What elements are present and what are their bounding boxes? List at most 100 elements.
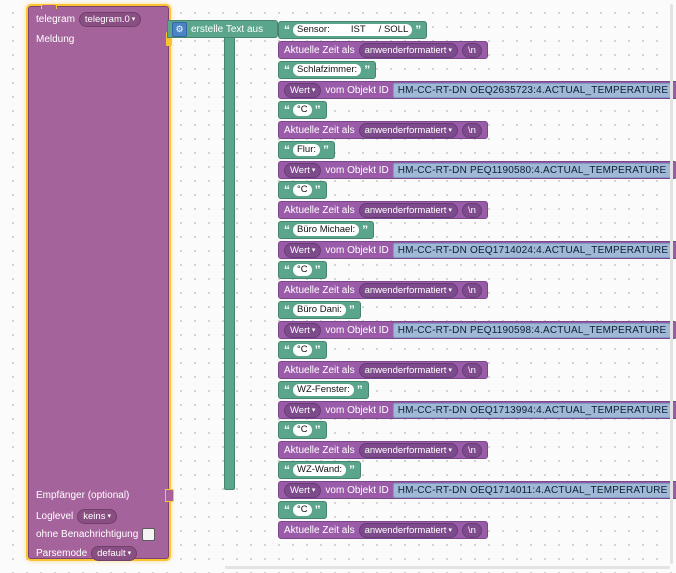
text-field[interactable]: °C [293,184,312,196]
text-string-block[interactable]: “ °C ” [278,261,327,279]
text-field[interactable]: °C [293,504,312,516]
text-join-spine[interactable] [224,37,235,490]
text-field[interactable]: Schlafzimmer: [293,64,362,76]
silent-checkbox[interactable] [142,528,156,541]
dropdown-arrow-icon: ▾ [448,366,452,374]
dropdown-arrow-icon: ▾ [448,46,452,54]
text-field[interactable]: Büro Dani: [293,304,346,316]
recipient-input-socket [165,489,174,502]
time-format-value: anwenderformatiert [364,524,447,536]
text-string-block[interactable]: “ Schlafzimmer: ” [278,61,377,79]
message-connection-highlight [166,32,172,46]
text-field[interactable]: °C [293,344,312,356]
time-format-dropdown[interactable]: anwenderformatiert ▾ [358,282,458,298]
text-string-block[interactable]: “ Büro Michael: ” [278,221,375,239]
text-field[interactable]: WZ-Wand: [293,464,347,476]
time-format-dropdown[interactable]: anwenderformatiert ▾ [358,362,458,378]
dropdown-arrow-icon: ▾ [311,86,316,94]
telegram-sendto-block[interactable]: telegram telegram.0 ▾ Meldung Empfänger … [28,4,174,561]
current-time-block[interactable]: Aktuelle Zeit als anwenderformatiert ▾ \… [278,41,488,59]
text-string-block[interactable]: “ Sensor: IST / SOLL ” [278,21,428,39]
object-id-field[interactable]: HM-CC-RT-DN OEQ1713994:4.ACTUAL_TEMPERAT… [392,402,674,418]
time-format-dropdown[interactable]: anwenderformatiert ▾ [358,42,458,58]
separator-field[interactable]: \n [461,202,482,218]
open-quote-icon: “ [284,263,290,277]
separator-field[interactable]: \n [461,522,482,538]
separator-field[interactable]: \n [461,442,482,458]
time-format-dropdown[interactable]: anwenderformatiert ▾ [358,522,458,538]
text-string-block[interactable]: “ °C ” [278,181,327,199]
value-type-value: Wert [290,164,310,176]
open-quote-icon: “ [284,303,290,317]
value-type-dropdown[interactable]: Wert ▾ [284,482,322,498]
open-quote-icon: “ [284,463,290,477]
text-field[interactable]: Flur: [293,144,320,156]
text-field[interactable]: Sensor: IST / SOLL [293,24,413,36]
get-value-block[interactable]: Wert ▾ vom Objekt ID HM-CC-RT-DN PEQ1190… [278,321,676,339]
current-time-block[interactable]: Aktuelle Zeit als anwenderformatiert ▾ \… [278,521,488,539]
open-quote-icon: “ [284,383,290,397]
current-time-block[interactable]: Aktuelle Zeit als anwenderformatiert ▾ \… [278,201,488,219]
parsemode-dropdown[interactable]: default ▾ [91,546,138,561]
get-value-block[interactable]: Wert ▾ vom Objekt ID HM-CC-RT-DN OEQ2635… [278,81,676,99]
text-string-block[interactable]: “ WZ-Wand: ” [278,461,362,479]
vertical-scrollbar[interactable] [670,4,673,564]
object-id-field[interactable]: HM-CC-RT-DN OEQ2635723:4.ACTUAL_TEMPERAT… [392,82,674,98]
text-field[interactable]: °C [293,424,312,436]
time-format-dropdown[interactable]: anwenderformatiert ▾ [358,122,458,138]
object-id-field[interactable]: HM-CC-RT-DN OEQ1714024:4.ACTUAL_TEMPERAT… [392,242,674,258]
gear-icon[interactable]: ⚙ [172,21,187,37]
separator-field[interactable]: \n [461,42,482,58]
current-time-block[interactable]: Aktuelle Zeit als anwenderformatiert ▾ \… [278,441,488,459]
close-quote-icon: ” [348,303,355,317]
object-id-label: vom Objekt ID [325,324,389,336]
text-string-block[interactable]: “ °C ” [278,101,327,119]
text-string-block[interactable]: “ Flur: ” [278,141,335,159]
loglevel-value: keins [83,511,106,522]
object-id-field[interactable]: HM-CC-RT-DN OEQ1714011:4.ACTUAL_TEMPERAT… [392,482,673,498]
dropdown-arrow-icon: ▾ [311,406,316,414]
value-type-dropdown[interactable]: Wert ▾ [284,162,322,178]
close-quote-icon: ” [314,503,321,517]
time-label: Aktuelle Zeit als [284,44,355,56]
text-string-block[interactable]: “ WZ-Fenster: ” [278,381,369,399]
dropdown-arrow-icon: ▾ [448,286,452,294]
time-format-dropdown[interactable]: anwenderformatiert ▾ [358,442,458,458]
horizontal-scrollbar[interactable] [225,566,670,569]
time-format-value: anwenderformatiert [364,364,447,376]
current-time-block[interactable]: Aktuelle Zeit als anwenderformatiert ▾ \… [278,281,488,299]
text-string-block[interactable]: “ °C ” [278,501,327,519]
text-field[interactable]: Büro Michael: [293,224,360,236]
value-type-dropdown[interactable]: Wert ▾ [284,322,322,338]
get-value-block[interactable]: Wert ▾ vom Objekt ID HM-CC-RT-DN PEQ1190… [278,161,676,179]
text-string-block[interactable]: “ Büro Dani: ” [278,301,361,319]
time-format-dropdown[interactable]: anwenderformatiert ▾ [358,202,458,218]
text-string-block[interactable]: “ °C ” [278,341,327,359]
current-time-block[interactable]: Aktuelle Zeit als anwenderformatiert ▾ \… [278,361,488,379]
object-id-field[interactable]: HM-CC-RT-DN PEQ1190580:4.ACTUAL_TEMPERAT… [392,162,672,178]
instance-dropdown[interactable]: telegram.0 ▾ [78,12,142,27]
open-quote-icon: “ [284,343,290,357]
value-type-dropdown[interactable]: Wert ▾ [284,242,322,258]
loglevel-dropdown[interactable]: keins ▾ [77,509,117,524]
dropdown-arrow-icon: ▾ [448,446,452,454]
parsemode-row: Parsemode default ▾ [36,546,138,561]
current-time-block[interactable]: Aktuelle Zeit als anwenderformatiert ▾ \… [278,121,488,139]
get-value-block[interactable]: Wert ▾ vom Objekt ID HM-CC-RT-DN OEQ1714… [278,241,676,259]
text-field[interactable]: °C [293,104,312,116]
object-id-field[interactable]: HM-CC-RT-DN PEQ1190598:4.ACTUAL_TEMPERAT… [392,322,672,338]
get-value-block[interactable]: Wert ▾ vom Objekt ID HM-CC-RT-DN OEQ1714… [278,481,676,499]
separator-field[interactable]: \n [461,122,482,138]
value-type-dropdown[interactable]: Wert ▾ [284,82,322,98]
close-quote-icon: ” [314,423,321,437]
separator-field[interactable]: \n [461,362,482,378]
text-field[interactable]: °C [293,264,312,276]
text-join-block[interactable]: ⚙ erstelle Text aus [167,20,278,38]
value-type-dropdown[interactable]: Wert ▾ [284,402,322,418]
get-value-block[interactable]: Wert ▾ vom Objekt ID HM-CC-RT-DN OEQ1713… [278,401,676,419]
text-string-block[interactable]: “ °C ” [278,421,327,439]
text-field[interactable]: WZ-Fenster: [293,384,354,396]
value-type-value: Wert [290,484,310,496]
close-quote-icon: ” [314,343,321,357]
separator-field[interactable]: \n [461,282,482,298]
